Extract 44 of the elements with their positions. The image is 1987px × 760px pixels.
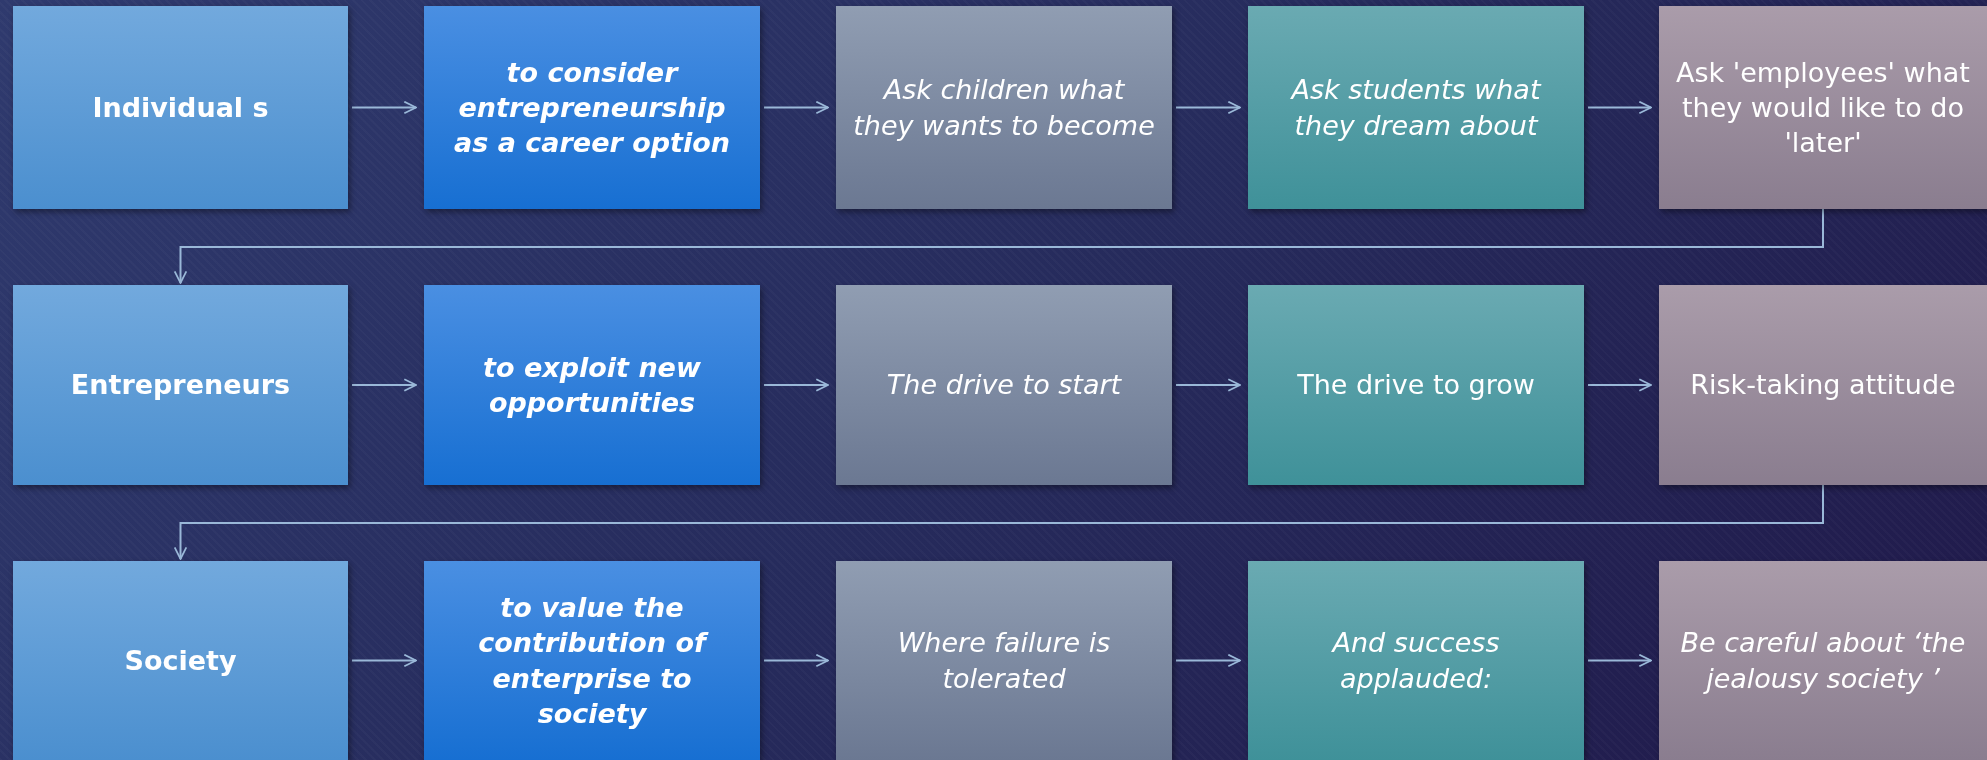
- process-box: [13, 6, 348, 209]
- process-box: [1659, 6, 1987, 209]
- arrow: [763, 100, 829, 115]
- box-text: to consider entrepreneurship as a career option: [453, 55, 731, 161]
- process-box: [836, 6, 1172, 209]
- box-text: to exploit new opportunities: [482, 350, 702, 420]
- arrow: [351, 378, 417, 392]
- arrow: [1175, 653, 1241, 668]
- arrow: [1175, 378, 1241, 392]
- box-text: Individual s: [91, 90, 270, 125]
- box-text: Ask students what they dream about: [1289, 73, 1543, 143]
- box-text: The drive to start: [885, 368, 1123, 403]
- box-text: Where failure is tolerated: [896, 626, 1112, 696]
- process-box: [836, 285, 1172, 485]
- process-box: [424, 6, 760, 209]
- process-box: [1248, 285, 1584, 485]
- box-text: Entrepreneurs: [69, 368, 292, 403]
- arrow: [1175, 100, 1241, 115]
- arrow: [1587, 653, 1652, 668]
- arrow: [763, 378, 829, 392]
- process-box: [13, 561, 348, 760]
- process-box: [1248, 6, 1584, 209]
- arrow: [763, 653, 829, 668]
- arrow: [1587, 378, 1652, 392]
- box-text: The drive to grow: [1296, 368, 1536, 403]
- arrow: [351, 100, 417, 115]
- process-box: [424, 561, 760, 760]
- process-box: [424, 285, 760, 485]
- process-box: [1659, 561, 1987, 760]
- box-text: Be careful about ‘the jealousy society ’: [1679, 626, 1967, 696]
- arrow: [173, 208, 1824, 284]
- box-text: Ask 'employees' what they would like to do 'later': [1675, 55, 1971, 161]
- box-text: Society: [123, 643, 238, 678]
- process-box: [1248, 561, 1584, 760]
- arrow: [351, 653, 417, 668]
- process-box: [13, 285, 348, 485]
- box-text: Ask children what they wants to become: [852, 73, 1156, 143]
- process-box: [836, 561, 1172, 760]
- arrow: [173, 484, 1824, 560]
- arrow: [1587, 100, 1652, 115]
- box-text: And success applauded:: [1330, 626, 1501, 696]
- box-text: to value the contribution of enterprise to society: [424, 590, 760, 731]
- process-box: [1659, 285, 1987, 485]
- box-text: Risk-taking attitude: [1689, 368, 1957, 403]
